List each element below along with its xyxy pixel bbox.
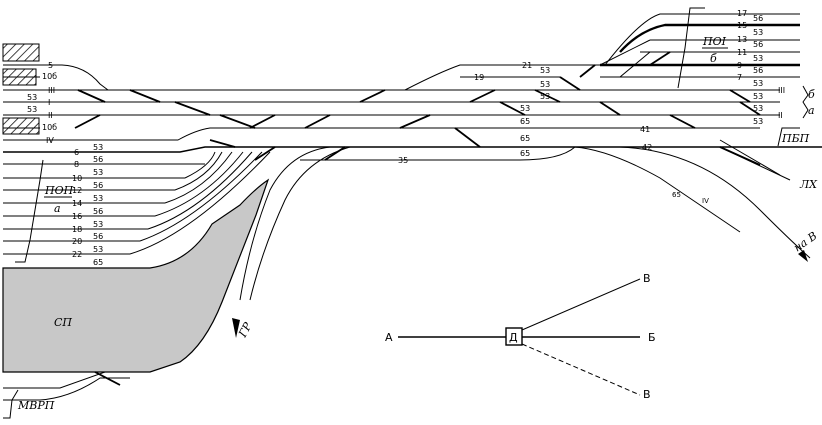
track-num-11: 11 <box>737 48 747 57</box>
track-num-42: 42 <box>642 143 652 152</box>
track-num-17: 17 <box>737 9 747 18</box>
legend-label-b: Б <box>648 331 656 344</box>
park-label-poi: ПОI <box>702 35 727 48</box>
legend-label-a: А <box>385 331 393 344</box>
cap-14: 53 <box>93 194 103 203</box>
cap-20: 56 <box>93 232 103 241</box>
legend-diagram <box>398 278 641 396</box>
track-num-21: 21 <box>522 61 532 70</box>
cap-mid-5: 65 <box>520 117 530 126</box>
park-label-lh: ЛХ <box>799 178 818 191</box>
side-label-b: б <box>808 88 815 101</box>
track-num-5: 5 <box>48 61 53 70</box>
pbp-bracket <box>777 127 800 147</box>
track-num-14: 14 <box>72 199 82 208</box>
cap-mid-4: 53 <box>520 104 530 113</box>
cap-II: 53 <box>27 105 37 114</box>
park-label-pop: ПОП <box>44 184 74 197</box>
cap-right-9: 56 <box>753 66 763 75</box>
gr-arrow-icon <box>232 318 240 338</box>
track-num-18: 18 <box>72 225 82 234</box>
track-num-41: 41 <box>640 125 650 134</box>
track-num-7: 7 <box>737 73 742 82</box>
cap-16: 56 <box>93 207 103 216</box>
track-num-IV-right: IV <box>702 197 709 205</box>
cap-mid-2: 53 <box>540 80 550 89</box>
cap-right-11: 53 <box>753 54 763 63</box>
park-label-sp: СП <box>54 316 72 329</box>
track-num-III-right: III <box>778 86 785 95</box>
track-num-10: 10 <box>72 174 82 183</box>
track-num-22: 22 <box>72 250 82 259</box>
legend-label-v-top: В <box>643 272 651 285</box>
track-num-13: 13 <box>737 35 747 44</box>
cap-22b: 65 <box>93 258 103 267</box>
cap-right-I: 53 <box>753 104 763 113</box>
legend-label-d: Д <box>509 331 518 344</box>
track-num-II-right: II <box>778 111 783 120</box>
cap-10: 53 <box>93 168 103 177</box>
side-label-a: а <box>808 104 815 117</box>
labels: 5 10б III I II 10б IV 6 8 10 12 14 16 18… <box>17 9 820 412</box>
cap-mid-6: 65 <box>520 134 530 143</box>
cap-mid-3: 53 <box>540 92 550 101</box>
sp-park-area <box>2 178 270 373</box>
park-label-poi-sub: б <box>710 52 717 65</box>
track-num-I: I <box>48 98 50 107</box>
hatched-block-3 <box>2 117 40 135</box>
poi-bracket <box>677 7 705 89</box>
cap-right-II: 53 <box>753 117 763 126</box>
cap-right-17: 56 <box>753 14 763 23</box>
track-num-IV: IV <box>46 136 54 145</box>
cap-18: 53 <box>93 220 103 229</box>
track-num-12: 12 <box>72 186 82 195</box>
cap-12: 56 <box>93 181 103 190</box>
park-label-nav: на В <box>791 229 819 254</box>
mvrp-bracket <box>3 389 19 419</box>
track-num-10b-lower: 10б <box>42 123 57 132</box>
track-num-35: 35 <box>398 156 408 165</box>
cap-6: 53 <box>93 143 103 152</box>
cap-22: 53 <box>93 245 103 254</box>
park-label-pop-sub: а <box>54 202 61 215</box>
cap-right-15: 53 <box>753 28 763 37</box>
cap-right-13: 56 <box>753 40 763 49</box>
legend-label-v-bottom: В <box>643 388 651 401</box>
main-tracks <box>3 13 822 401</box>
hatched-block-1 <box>2 43 40 62</box>
track-num-III: III <box>48 86 55 95</box>
track-num-8: 8 <box>74 160 79 169</box>
track-num-10b: 10б <box>42 72 57 81</box>
switches <box>74 51 761 386</box>
track-num-20: 20 <box>72 237 82 246</box>
track-num-II: II <box>48 111 53 120</box>
park-label-mvrp: МВРП <box>17 399 55 412</box>
nav-arrow-icon <box>798 250 808 262</box>
side-bracket <box>802 85 809 119</box>
cap-mid-7: 65 <box>520 149 530 158</box>
track-num-19: 19 <box>474 73 484 82</box>
cap-right-III: 53 <box>753 92 763 101</box>
park-label-pbp: ПБП <box>781 132 810 145</box>
cap-I: 53 <box>27 93 37 102</box>
cap-mid-1: 53 <box>540 66 550 75</box>
track-num-15: 15 <box>737 21 747 30</box>
cap-right-7: 53 <box>753 79 763 88</box>
track-num-16: 16 <box>72 212 82 221</box>
pop-bracket <box>15 159 44 263</box>
track-num-9: 9 <box>737 61 742 70</box>
track-num-6: 6 <box>74 148 79 157</box>
cap-mid-8: 65 <box>672 191 681 199</box>
cap-8: 56 <box>93 155 103 164</box>
